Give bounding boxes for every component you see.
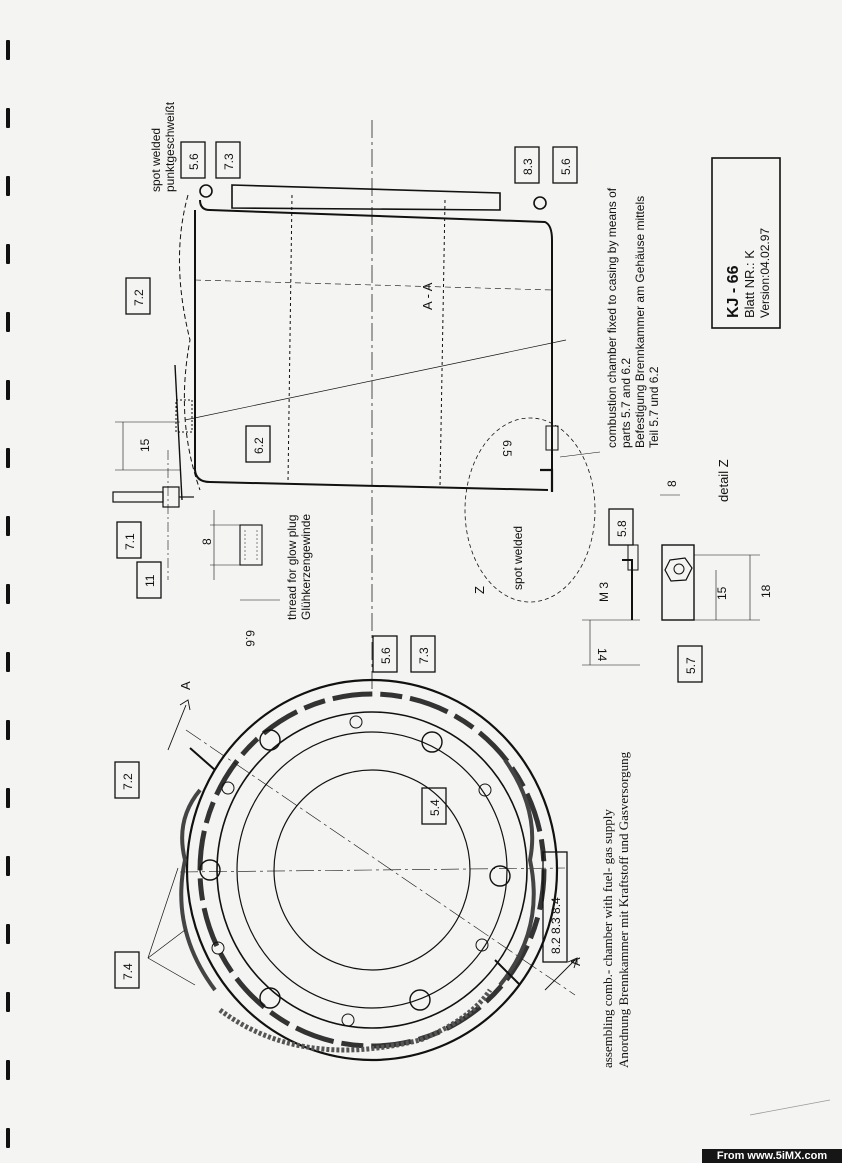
tag-7-3-top: 7.3 bbox=[222, 153, 236, 170]
assembly-label: assembling comb.- chamber with fuel- gas… bbox=[600, 809, 615, 1068]
leader-lines-74 bbox=[147, 867, 196, 986]
punch-hole bbox=[6, 176, 10, 196]
detail-z-title: detail Z bbox=[716, 459, 731, 502]
punch-hole bbox=[6, 244, 10, 264]
title-block bbox=[711, 157, 781, 329]
dimension-6-5: 6.5 bbox=[500, 440, 514, 457]
section-arrow-a-top: A bbox=[178, 681, 193, 690]
m3-label: M 3 bbox=[597, 582, 611, 602]
chamber-outer-wall bbox=[199, 199, 553, 478]
detail-z-nut bbox=[660, 494, 760, 621]
punch-hole bbox=[6, 1060, 10, 1080]
dimension-15-z: 15 bbox=[715, 586, 729, 600]
dimension-8-z: 8 bbox=[665, 480, 679, 487]
leader-line bbox=[559, 451, 601, 458]
punch-hole bbox=[6, 312, 10, 332]
page-edge bbox=[749, 1099, 831, 1116]
tag-7-1: 7.1 bbox=[123, 533, 137, 550]
leader-line bbox=[184, 339, 567, 421]
spot-welded-de-label: punktgeschweißt bbox=[163, 101, 177, 192]
punch-hole bbox=[6, 856, 10, 876]
chamber-bottom bbox=[194, 210, 549, 491]
tag-5-6-right: 5.6 bbox=[559, 158, 573, 175]
tag-5-4: 5.4 bbox=[428, 799, 442, 816]
dimension-15: 15 bbox=[138, 438, 152, 452]
title-model: KJ - 66 bbox=[725, 265, 742, 318]
weld-ring-bottom bbox=[533, 196, 547, 210]
punch-hole bbox=[6, 448, 10, 468]
punch-hole bbox=[6, 992, 10, 1012]
section-arrows bbox=[167, 699, 578, 991]
mount-bracket bbox=[540, 468, 554, 492]
dimension-14: 14 bbox=[595, 648, 609, 662]
thread-de-label: Glühkerzengewinde bbox=[299, 514, 313, 620]
fuel-line bbox=[178, 194, 201, 491]
dimension-15 bbox=[115, 421, 180, 471]
mount-screw bbox=[545, 425, 559, 451]
section-title: A - A bbox=[420, 282, 435, 310]
punch-hole bbox=[6, 924, 10, 944]
dimension-8: 8 bbox=[200, 538, 214, 545]
detail-z-marker: Z bbox=[472, 586, 487, 594]
combustion-de-label-1: Befestigung Brennkammer am Gehäuse mitte… bbox=[633, 196, 647, 448]
spot-welded-label: spot welded bbox=[149, 128, 163, 192]
punch-hole bbox=[6, 652, 10, 672]
thread-detail bbox=[210, 510, 280, 601]
punch-hole bbox=[6, 40, 10, 60]
punch-hole bbox=[6, 584, 10, 604]
combustion-label-2: parts 5.7 and 6.2 bbox=[619, 358, 633, 448]
punch-hole bbox=[6, 108, 10, 128]
punch-hole bbox=[6, 516, 10, 536]
detail-z-circle bbox=[464, 417, 596, 603]
tag-7-4: 7.4 bbox=[121, 963, 135, 980]
spot-welded-z-label: spot welded bbox=[511, 526, 525, 590]
assembly-de-label: Anordnung Brennkammer mit Kraftstoff und… bbox=[616, 751, 631, 1068]
tag-11: 11 bbox=[143, 574, 157, 587]
punch-hole bbox=[6, 380, 10, 400]
tag-5-7: 5.7 bbox=[684, 657, 698, 674]
tag-7-2-ring: 7.2 bbox=[121, 773, 135, 790]
hidden-line bbox=[194, 279, 553, 291]
combustion-de-label-2: Teil 5.7 und 6.2 bbox=[647, 366, 661, 448]
tag-boxes bbox=[114, 141, 703, 989]
title-version: Version:04.02.97 bbox=[758, 228, 772, 318]
tag-5-6-ring: 5.6 bbox=[379, 647, 393, 664]
tag-8-2-8-3-8-4: 8.2 8.3 8.4 bbox=[549, 897, 563, 954]
punch-hole bbox=[6, 720, 10, 740]
glow-plug bbox=[112, 450, 194, 580]
tag-5-8: 5.8 bbox=[615, 520, 629, 537]
section-arrow-a-bottom: A bbox=[568, 957, 583, 966]
section-a-a bbox=[174, 184, 567, 501]
tag-7-2-top: 7.2 bbox=[132, 289, 146, 306]
tag-6-2: 6.2 bbox=[252, 437, 266, 454]
inner-liner-line bbox=[287, 194, 293, 483]
title-sheet: Blatt NR.: K bbox=[742, 250, 757, 318]
tag-5-6-top: 5.6 bbox=[187, 153, 201, 170]
inner-liner-line bbox=[439, 199, 446, 487]
punch-hole bbox=[6, 1128, 10, 1148]
screw-part bbox=[175, 399, 193, 433]
casing-rim bbox=[231, 184, 501, 211]
tag-7-3-ring: 7.3 bbox=[417, 647, 431, 664]
dimension-6-6: 6.6 bbox=[243, 630, 257, 647]
detail-z-bracket bbox=[582, 544, 640, 666]
weld-ring-top bbox=[199, 184, 213, 198]
combustion-label-1: combustion chamber fixed to casing by me… bbox=[605, 187, 619, 448]
dimension-18: 18 bbox=[759, 584, 773, 598]
ring-assembly bbox=[179, 678, 576, 1062]
tag-8-3: 8.3 bbox=[521, 158, 535, 175]
punch-hole bbox=[6, 788, 10, 808]
source-credit: From www.5iMX.com bbox=[702, 1149, 842, 1163]
thread-label: thread for glow plug bbox=[285, 515, 299, 620]
